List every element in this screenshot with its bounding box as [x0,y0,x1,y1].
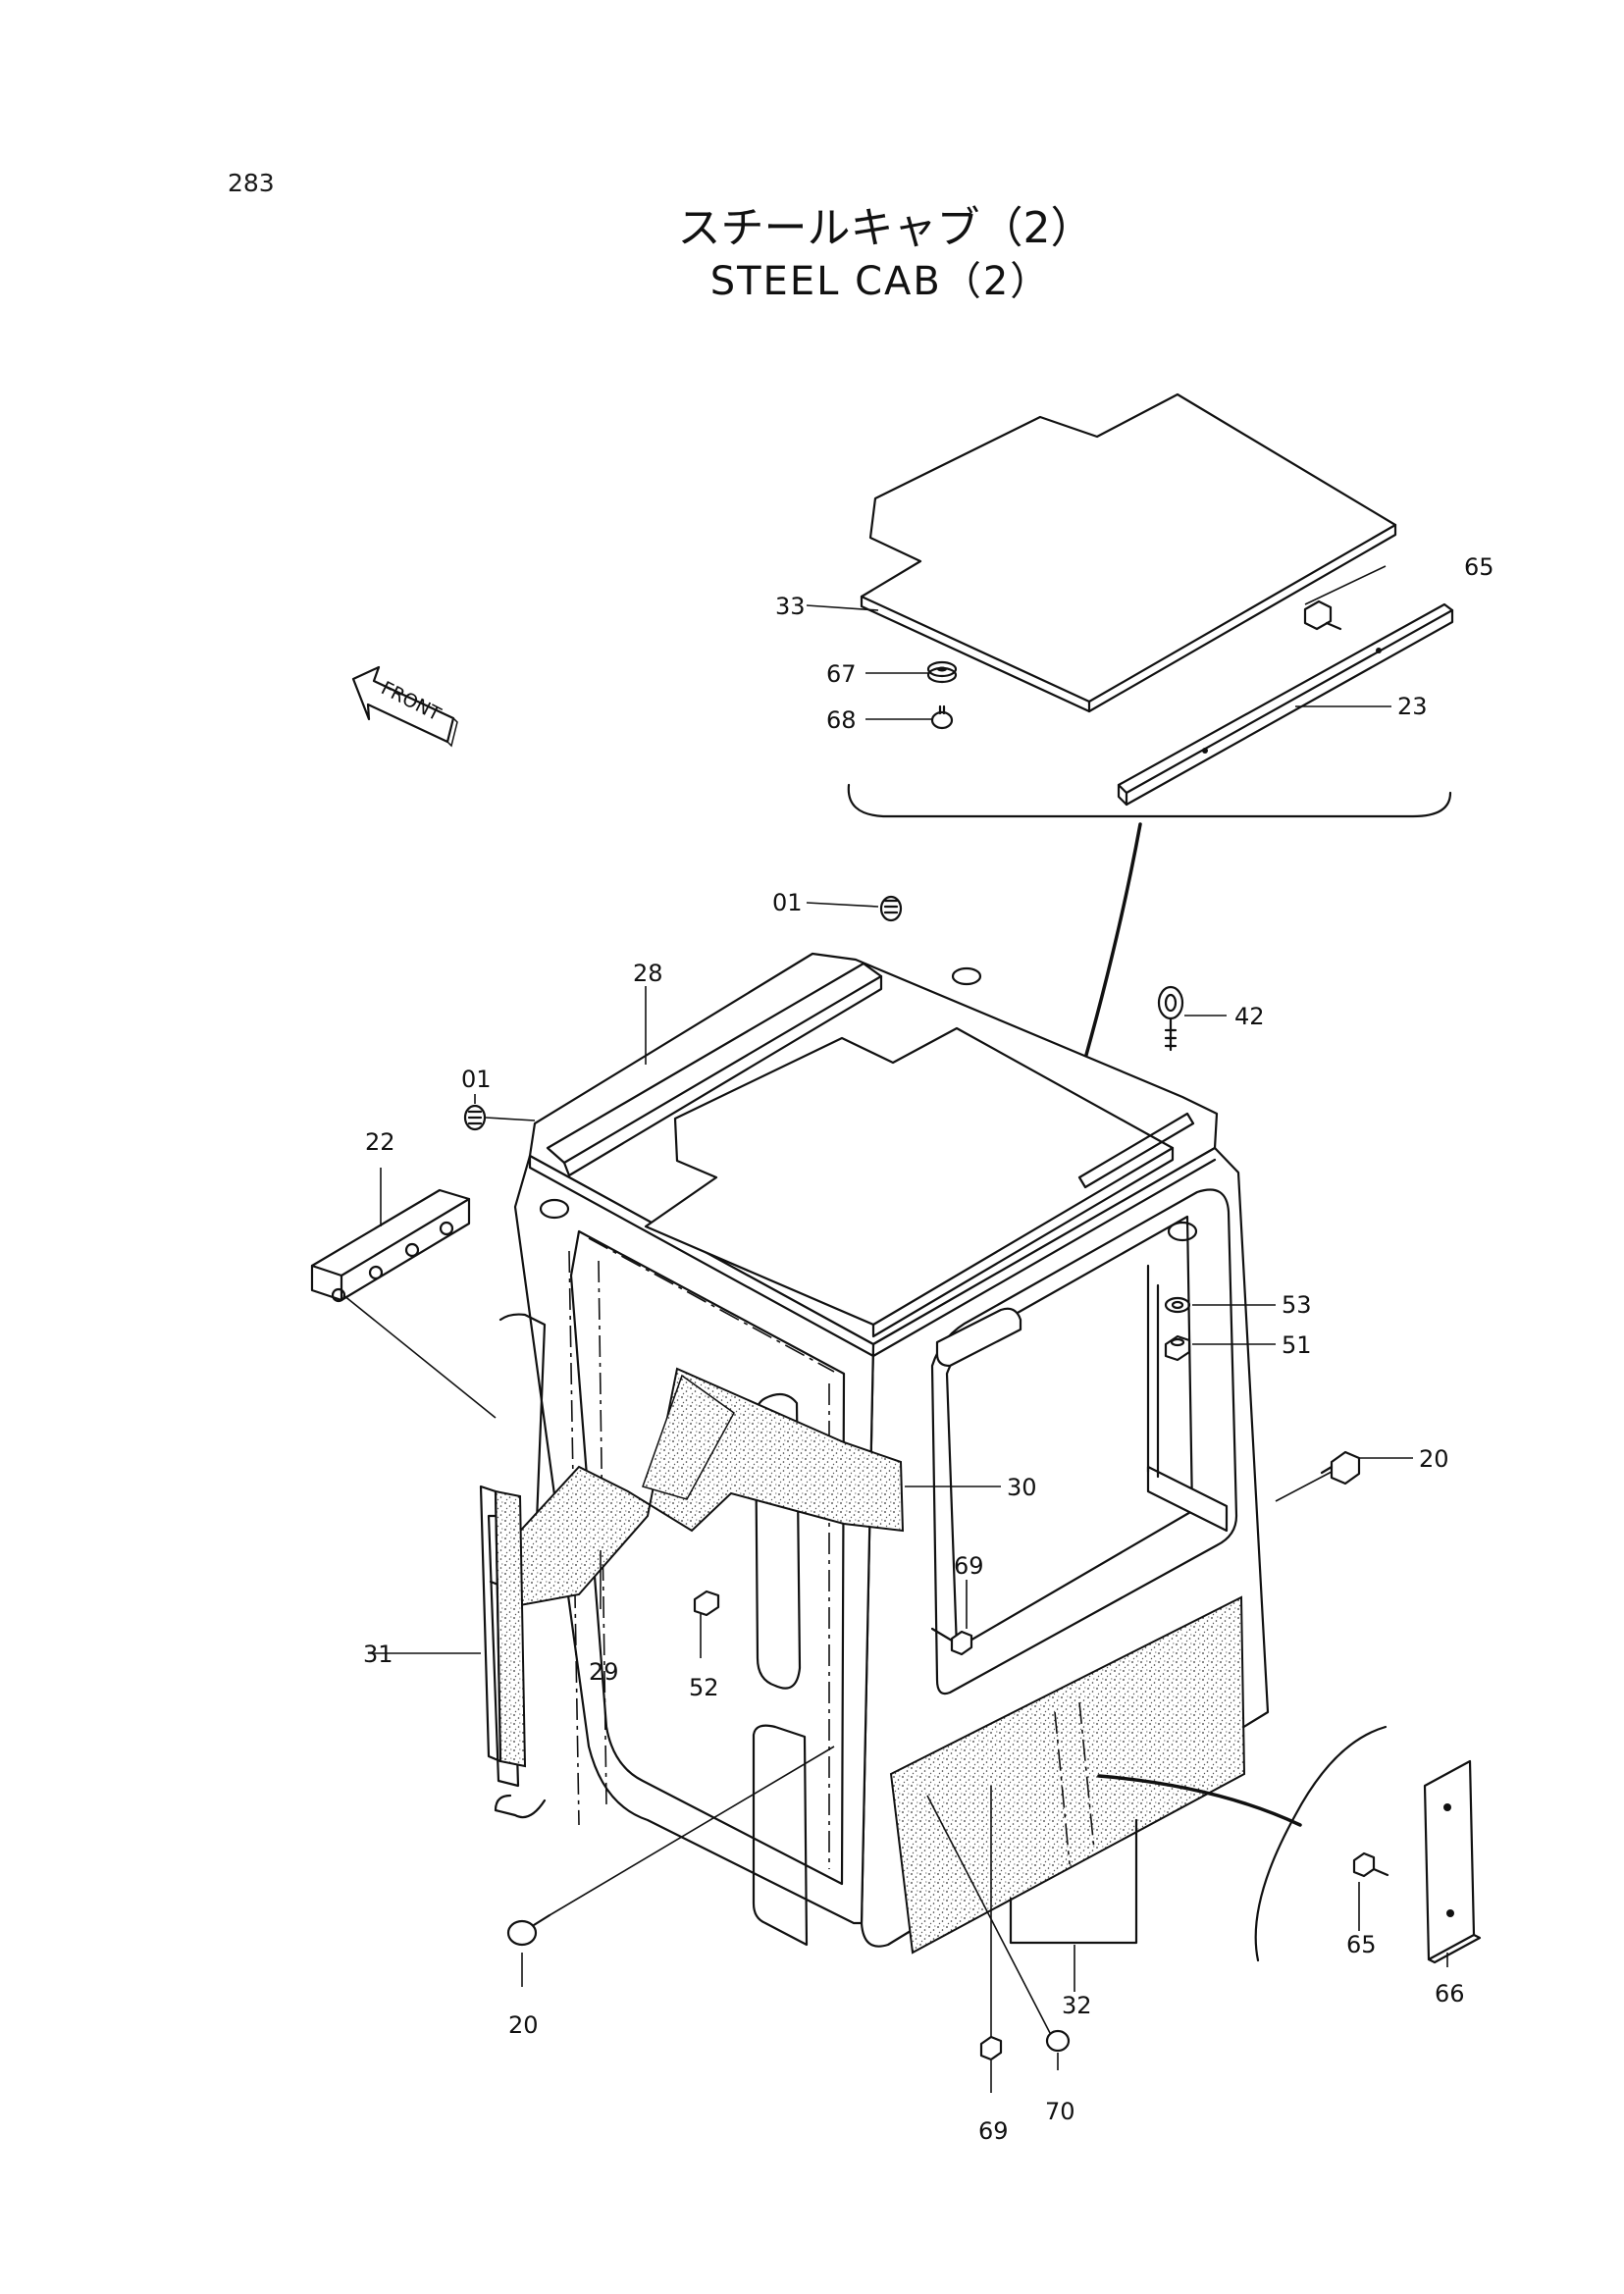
bolt-20-right [1320,1450,1361,1486]
roof-group-pointer [1077,822,1142,1081]
callout-28: 28 [633,960,663,987]
rail-22 [310,1188,471,1303]
callout-33: 33 [775,593,806,620]
bracket-32 [1009,1818,1138,1945]
callout-01-left: 01 [461,1066,492,1093]
washer-53 [1164,1296,1191,1314]
bolt-68 [930,704,954,730]
callout-01-top: 01 [772,889,803,916]
roof-group-bracket [847,783,1452,818]
callout-31: 31 [363,1641,393,1668]
callout-69-lower: 69 [978,2117,1009,2145]
callout-22: 22 [365,1128,395,1156]
callout-20-left: 20 [508,2011,539,2039]
bolt-70 [1045,2029,1071,2053]
callout-65-upper: 65 [1464,553,1494,581]
title-block: スチールキャブ（2） STEEL CAB（2） [0,201,1624,307]
cap-01-left [463,1104,487,1131]
roof-rail-23 [1117,602,1454,807]
title-japanese: スチールキャブ（2） [677,203,1094,253]
plate-group-bracket [1254,1725,1388,1962]
trim-panel-31 [479,1485,527,1768]
bolt-65-upper [1303,600,1342,631]
bolt-65-lower [1352,1851,1389,1878]
front-arrow-icon: FRONT [351,665,458,748]
bolt-20-left [506,1913,551,1947]
title-english: STEEL CAB（2） [709,259,1052,304]
callout-29: 29 [589,1658,619,1686]
callout-23: 23 [1397,693,1428,720]
callout-66: 66 [1435,1980,1465,2007]
insulation-panel-32 [889,1595,1246,1955]
eyebolt-42 [1157,985,1184,1052]
washer-67 [926,660,958,684]
callout-30: 30 [1007,1474,1037,1501]
roof-insulation-panel [860,392,1397,713]
callout-68: 68 [826,706,857,734]
nut-52 [693,1590,720,1617]
callout-32: 32 [1062,1992,1092,2019]
plate-group-pointer [1097,1774,1302,1827]
nut-51 [1164,1334,1191,1362]
page-number: 283 [228,169,275,197]
callout-42: 42 [1234,1003,1265,1030]
callout-51: 51 [1282,1331,1312,1359]
callout-20-right: 20 [1419,1445,1449,1473]
cap-01-top [879,895,903,922]
callout-67: 67 [826,660,857,688]
callout-53: 53 [1282,1291,1312,1319]
callout-labels: 65 33 67 68 23 01 28 42 01 22 53 51 20 3… [363,553,1494,2145]
plate-66 [1423,1759,1482,1964]
callout-65-lower: 65 [1346,1931,1377,1958]
callout-70: 70 [1045,2098,1075,2125]
bolt-69-upper [930,1627,973,1656]
insulation-panel-29-30 [497,1367,905,1611]
callout-52: 52 [689,1674,719,1701]
bolt-69-lower [979,2035,1003,2061]
leader-lines [342,565,1448,2093]
callout-69-upper: 69 [954,1552,984,1580]
